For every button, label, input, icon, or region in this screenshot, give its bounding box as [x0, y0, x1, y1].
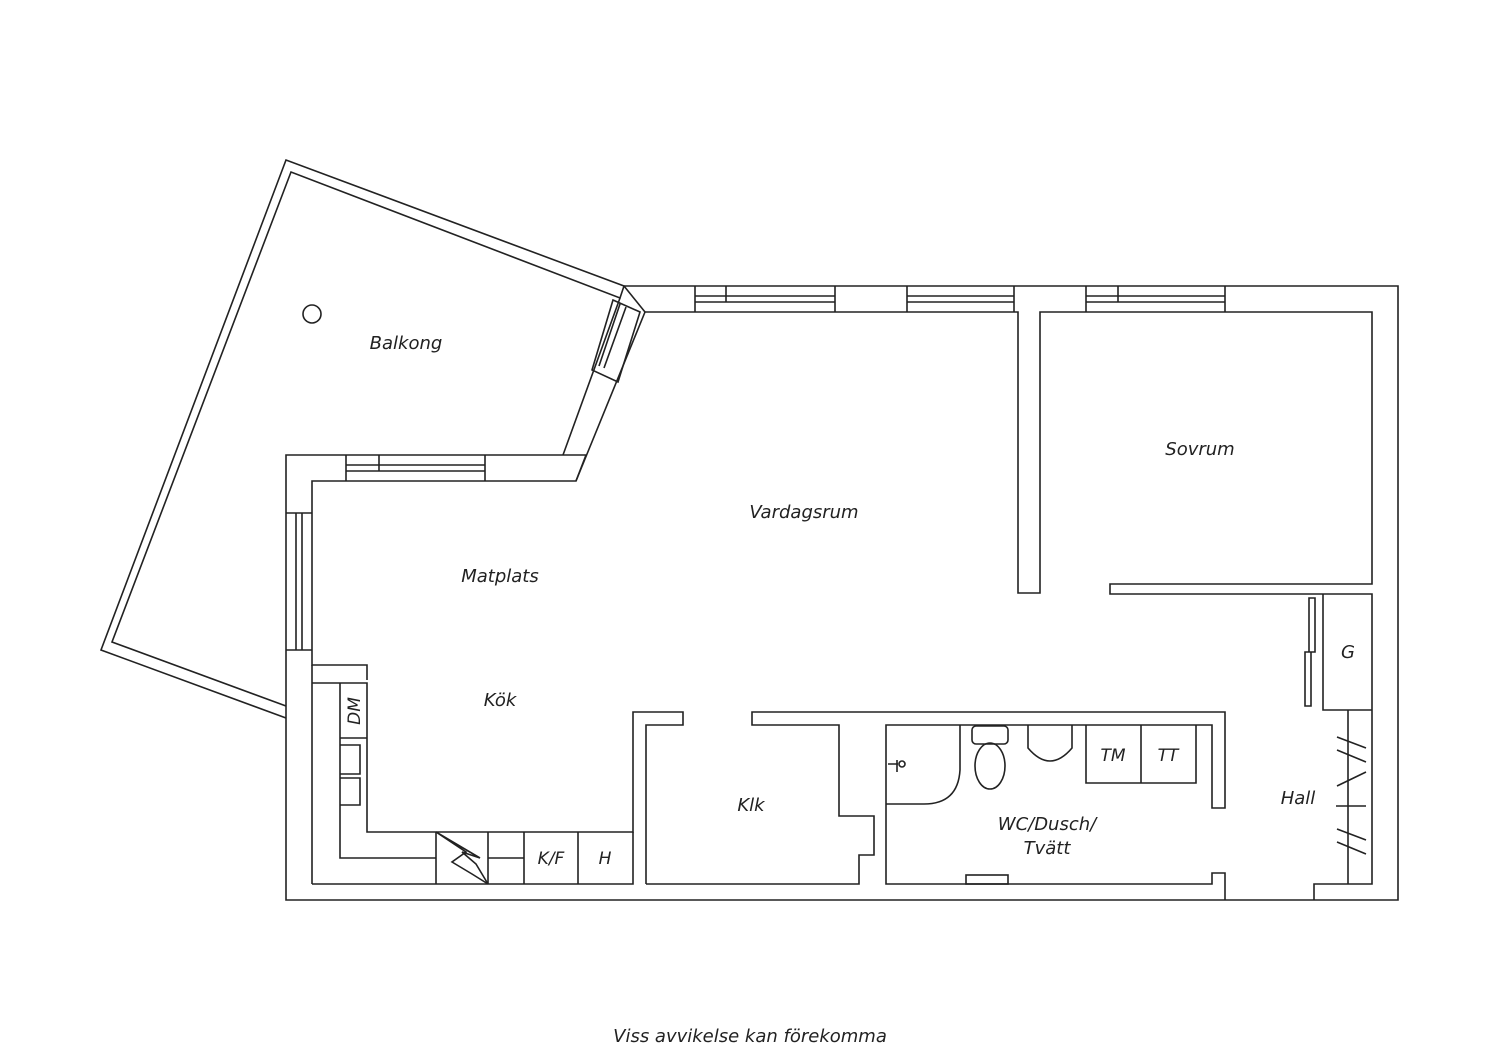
room-label-sovrum: Sovrum: [1165, 439, 1234, 460]
room-label-klk: Klk: [737, 795, 766, 816]
outer-walls: [285, 285, 1399, 901]
toilet-tank: [971, 725, 1009, 745]
sink-icon: [1027, 725, 1073, 762]
appliance-h: H: [599, 849, 612, 869]
room-label-tvatt: Tvätt: [1024, 838, 1072, 859]
hall-wardrobe: [1304, 594, 1372, 884]
room-label-g: G: [1341, 642, 1355, 663]
kitchen-counter: [312, 682, 684, 885]
appliance-tt: TT: [1158, 746, 1180, 766]
appliance-kf: K/F: [538, 849, 565, 869]
drain-icon: [302, 304, 322, 324]
shower-icon: [886, 725, 961, 805]
closet-klk: [646, 711, 1226, 900]
room-label-vardagsrum: Vardagsrum: [749, 502, 858, 523]
room-label-balkong: Balkong: [370, 333, 443, 354]
room-label-wc: WC/Dusch/: [998, 814, 1098, 835]
room-label-matplats: Matplats: [461, 566, 539, 587]
stove-icon: [435, 831, 489, 885]
balcony: [99, 158, 626, 719]
disclaimer-footer: Viss avvikelse kan förekomma: [613, 1026, 887, 1047]
appliance-dm: DM: [345, 697, 365, 725]
room-label-kok: Kök: [484, 690, 518, 711]
appliance-tm: TM: [1100, 746, 1125, 766]
bathroom-fixtures: [886, 725, 1197, 885]
room-label-hall: Hall: [1281, 788, 1316, 809]
toilet-icon: [974, 742, 1006, 790]
